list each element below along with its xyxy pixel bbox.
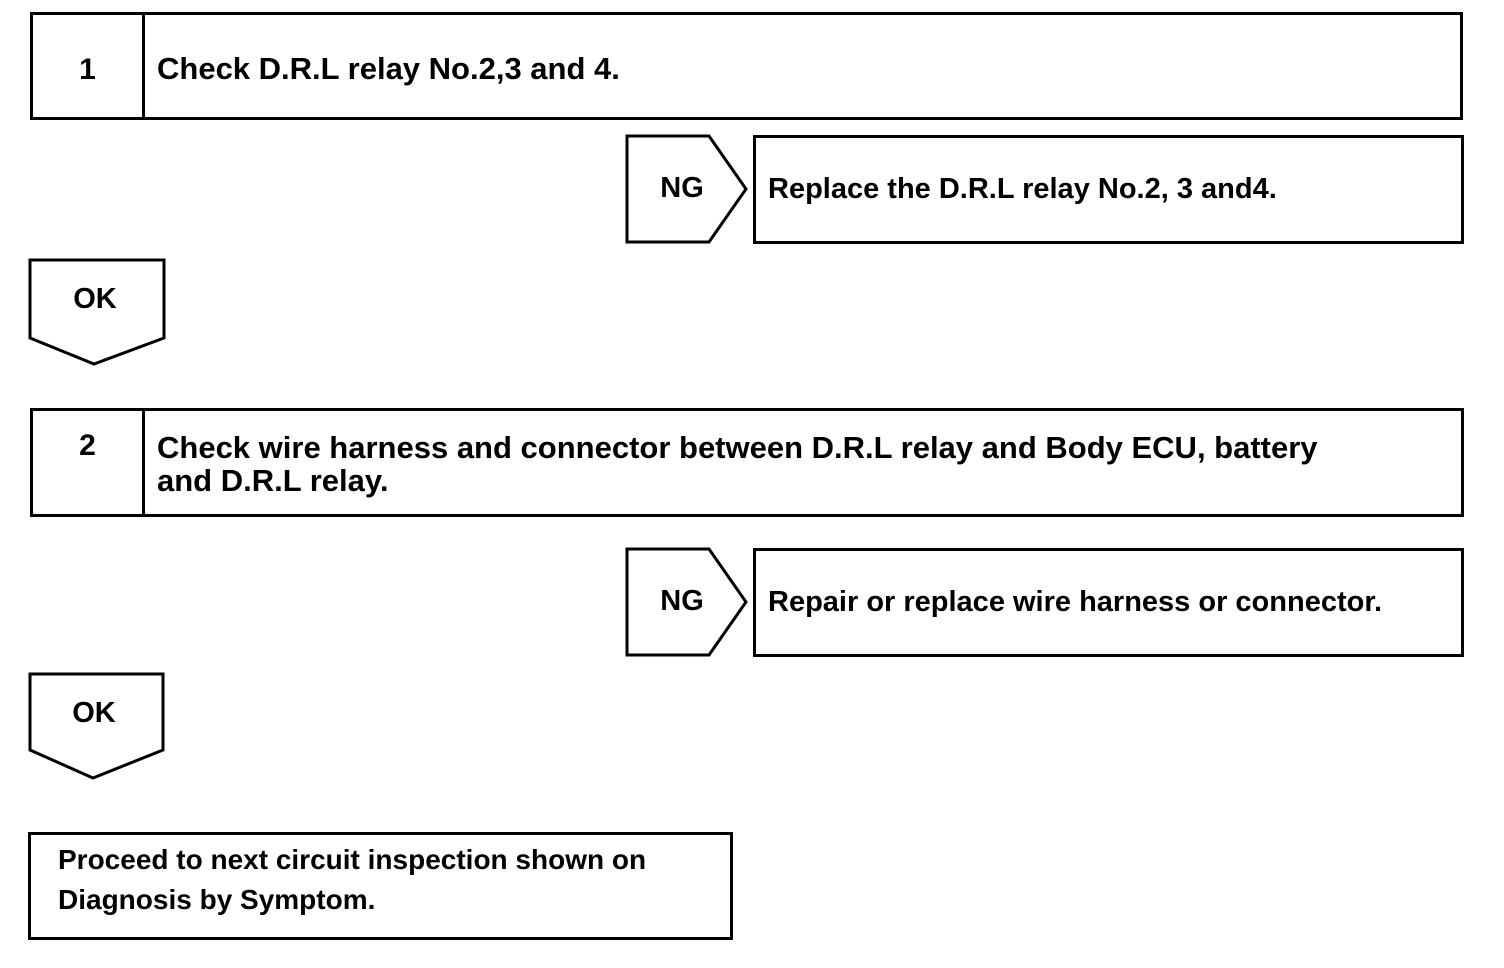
step-1-box: 1 Check D.R.L relay No.2,3 and 4. [30, 12, 1463, 120]
ok-label-1: OK [73, 283, 117, 315]
ng-arrow-1-shape [625, 134, 748, 244]
ng-arrow-2-shape [625, 547, 748, 657]
ok-label-2: OK [72, 697, 116, 729]
ng-action-1-box: Replace the D.R.L relay No.2, 3 and4. [753, 135, 1464, 244]
final-instruction-line1: Proceed to next circuit inspection shown… [58, 844, 647, 875]
final-instruction-box: Proceed to next circuit inspection shown… [28, 832, 733, 940]
step-2-box: 2 Check wire harness and connector betwe… [30, 408, 1464, 517]
ok-arrow-1-shape [28, 258, 166, 366]
ng-action-2-box: Repair or replace wire harness or connec… [753, 548, 1464, 657]
ng-label-2: NG [660, 585, 704, 617]
step-2-number: 2 [33, 411, 145, 514]
step-1-text: Check D.R.L relay No.2,3 and 4. [157, 51, 620, 86]
final-instruction-line2: Diagnosis by Symptom. [58, 884, 376, 915]
ok-arrow-2-shape [28, 672, 165, 780]
ng-label-1: NG [660, 172, 704, 204]
ng-action-1-text: Replace the D.R.L relay No.2, 3 and4. [768, 173, 1277, 205]
ng-action-2-text: Repair or replace wire harness or connec… [768, 586, 1383, 618]
step-1-number: 1 [33, 15, 145, 117]
step-2-text-line1: Check wire harness and connector between… [157, 430, 1318, 465]
step-2-text: Check wire harness and connector between… [145, 411, 1461, 514]
step-2-text-line2: and D.R.L relay. [157, 463, 389, 498]
